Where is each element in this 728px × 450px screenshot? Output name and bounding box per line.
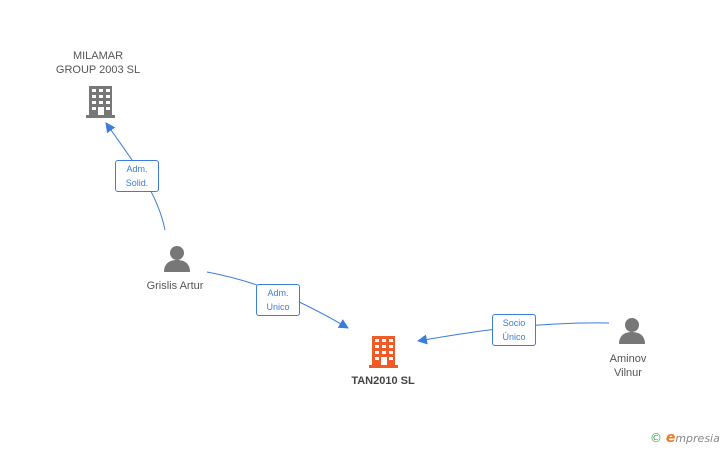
company-name: TAN2010 SL (351, 375, 415, 387)
person-name: Grislis Artur (146, 280, 204, 292)
brand-logo: © empresia (650, 430, 720, 446)
edge-label-line1: Socio (502, 318, 526, 328)
edge-label-line2: Solid. (125, 178, 149, 188)
person-label-grislis[interactable]: Grislis Artur (125, 279, 225, 293)
brand-name: mpresia (675, 432, 720, 445)
company-name-line1: MILAMAR (72, 50, 124, 62)
person-name-line2: Vilnur (614, 367, 642, 379)
building-icon[interactable] (369, 336, 398, 368)
copyright-icon: © (650, 431, 662, 445)
person-name-line1: Aminov (609, 353, 647, 365)
building-icon[interactable] (86, 86, 115, 118)
edge-label-line2: Único (502, 332, 526, 342)
edge-label-line1: Adm. (126, 164, 148, 174)
edge-label-adm-solid: Adm. Solid. (115, 160, 159, 192)
edge-label-line2: Unico (266, 302, 290, 312)
person-label-aminov[interactable]: Aminov Vilnur (578, 352, 678, 380)
company-label-milamar[interactable]: MILAMAR GROUP 2003 SL (48, 49, 148, 77)
company-label-tan2010[interactable]: TAN2010 SL (333, 374, 433, 388)
company-name-line2: GROUP 2003 SL (55, 64, 141, 76)
person-icon[interactable] (619, 318, 645, 344)
person-icon[interactable] (164, 246, 190, 272)
brand-e: e (665, 430, 676, 446)
edge-label-adm-unico: Adm. Unico (256, 284, 300, 316)
edge-label-line1: Adm. (267, 288, 289, 298)
edge-label-socio-unico: Socio Único (492, 314, 536, 346)
